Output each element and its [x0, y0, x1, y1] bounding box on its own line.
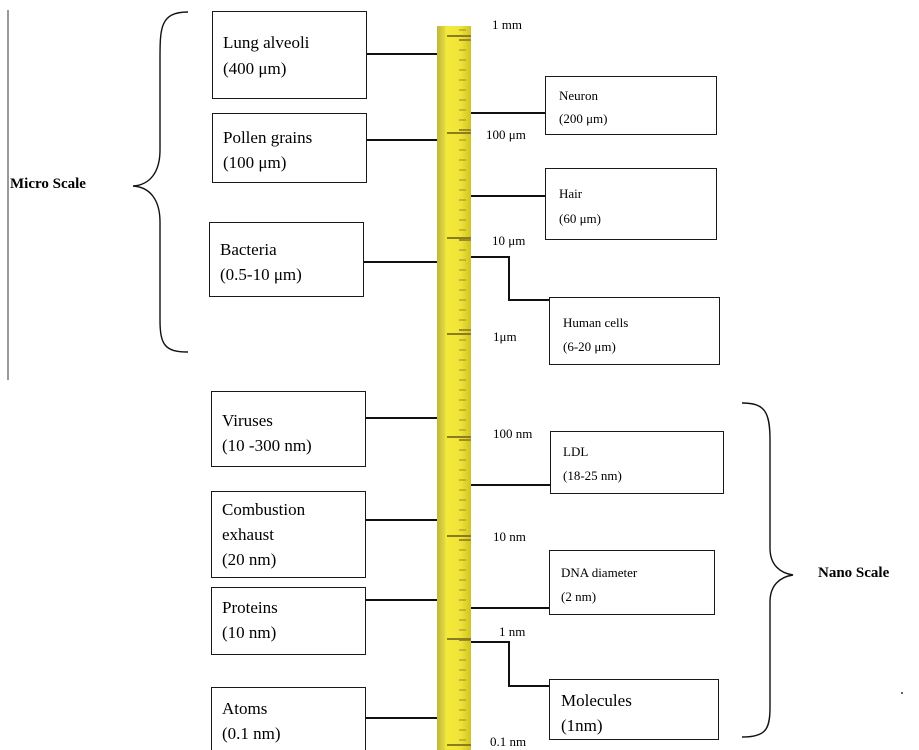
tick-label-0-1nm: 0.1 nm [490, 734, 527, 749]
dna-diameter-label: DNA diameter [561, 565, 638, 580]
connector-human-cells [471, 256, 549, 301]
pollen-grains-size: (100 μm) [223, 153, 287, 172]
human-cells-box: Human cells (6-20 μm) [549, 297, 720, 365]
proteins-label: Proteins [222, 598, 278, 617]
ruler-edge [437, 26, 445, 750]
human-cells-label: Human cells [563, 315, 629, 330]
hair-label: Hair [559, 186, 583, 201]
tick-label-1um: 1μm [493, 329, 517, 344]
hair-box: Hair (60 μm) [545, 168, 717, 240]
combustion-exhaust-size: (20 nm) [222, 550, 277, 569]
micro-scale-brace [132, 11, 189, 353]
tick-label-100um: 100 μm [486, 127, 526, 142]
molecules-box: Molecules (1nm) [549, 679, 719, 740]
lung-alveoli-box: Lung alveoli (400 μm) [212, 11, 367, 99]
proteins-box: Proteins (10 nm) [211, 587, 366, 655]
ruler-tick-marks [447, 29, 471, 746]
bacteria-size: (0.5-10 μm) [220, 265, 302, 284]
ldl-label: LDL [563, 444, 589, 459]
stray-dot [901, 692, 903, 694]
connector-molecules [471, 641, 549, 687]
braces [7, 10, 794, 738]
ldl-box: LDL (18-25 nm) [550, 431, 724, 494]
neuron-label: Neuron [559, 88, 598, 103]
tick-label-1mm: 1 mm [492, 17, 522, 32]
pollen-grains-box: Pollen grains (100 μm) [212, 113, 367, 183]
pollen-grains-label: Pollen grains [223, 128, 313, 147]
bacteria-label: Bacteria [220, 240, 277, 259]
viruses-label: Viruses [222, 411, 273, 430]
molecules-size: (1nm) [561, 716, 603, 735]
micro-scale-label: Micro Scale [10, 176, 86, 192]
tick-label-1nm: 1 nm [499, 624, 526, 639]
combustion-exhaust-box: Combustion exhaust (20 nm) [211, 491, 366, 578]
viruses-size: (10 -300 nm) [222, 436, 312, 455]
tick-label-10nm: 10 nm [493, 529, 526, 544]
dna-diameter-size: (2 nm) [561, 589, 597, 604]
nano-scale-brace [741, 402, 794, 738]
lung-alveoli-size: (400 μm) [223, 59, 287, 78]
viruses-box: Viruses (10 -300 nm) [211, 391, 366, 467]
combustion-label: Combustion [222, 500, 306, 519]
atoms-label: Atoms [222, 699, 268, 718]
dna-diameter-box: DNA diameter (2 nm) [549, 550, 715, 615]
connector-lines [364, 53, 550, 719]
atoms-box: Atoms (0.1 nm) [211, 687, 366, 750]
tick-label-10um: 10 μm [492, 233, 526, 248]
nano-scale-label: Nano Scale [818, 565, 890, 581]
bacteria-box: Bacteria (0.5-10 μm) [209, 222, 364, 297]
proteins-size: (10 nm) [222, 623, 277, 642]
exhaust-label: exhaust [222, 525, 274, 544]
molecules-label: Molecules [561, 691, 632, 710]
neuron-box: Neuron (200 μm) [545, 76, 717, 135]
ldl-size: (18-25 nm) [563, 468, 622, 483]
neuron-size: (200 μm) [559, 111, 608, 126]
lung-alveoli-label: Lung alveoli [223, 33, 310, 52]
human-cells-size: (6-20 μm) [563, 339, 616, 354]
atoms-size: (0.1 nm) [222, 724, 281, 743]
tick-label-100nm: 100 nm [493, 426, 533, 441]
hair-size: (60 μm) [559, 211, 601, 226]
